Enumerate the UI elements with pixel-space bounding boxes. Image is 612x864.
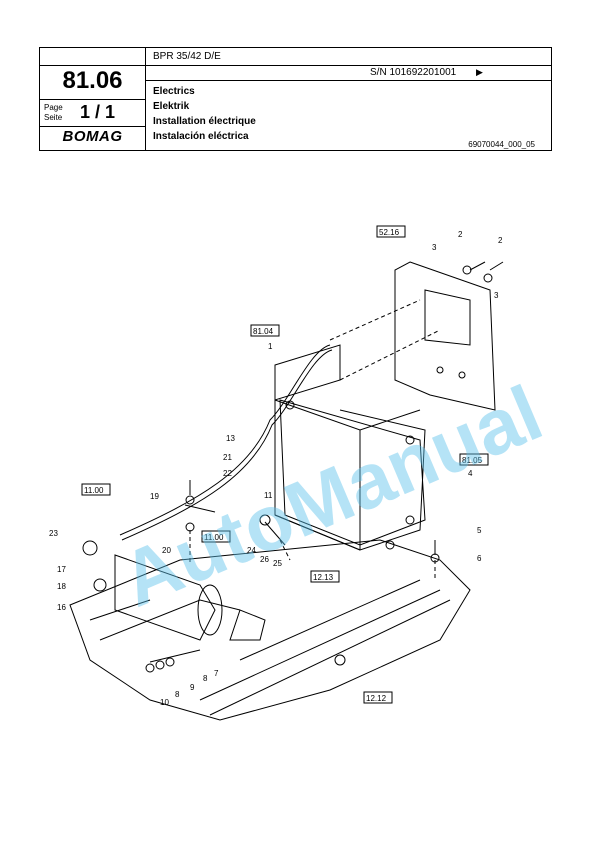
part-callout: 3 — [494, 291, 499, 300]
title-block: BPR 35/42 D/E S/N 101692201001 ▶ 81.06 P… — [39, 47, 552, 151]
divider — [40, 99, 145, 100]
part-callout: 21 — [223, 453, 232, 462]
base-frame — [69, 539, 471, 721]
divider — [145, 65, 551, 66]
page-number: 81.06 — [62, 67, 123, 94]
part-callout: 8 — [203, 674, 208, 683]
part-callout: 2 — [498, 236, 503, 245]
drawing-reference: 69070044_000_05 — [468, 140, 535, 149]
washer — [462, 265, 472, 275]
washer — [483, 273, 493, 283]
part-callout: 17 — [57, 565, 66, 574]
divider — [40, 126, 145, 127]
part-callout: 24 — [247, 546, 256, 555]
part-callout: 22 — [223, 469, 232, 478]
part-callout: 3 — [432, 243, 437, 252]
serial-number: S/N 101692201001 — [370, 67, 457, 78]
page-label-de: Seite — [44, 113, 63, 122]
part-callout: 25 — [273, 559, 282, 568]
divider — [145, 48, 146, 150]
part-callout: 11 — [264, 491, 273, 500]
model-name: BPR 35/42 D/E — [153, 51, 221, 62]
bolt — [149, 649, 201, 663]
battery-cover — [279, 399, 426, 546]
part-callout: 1 — [268, 342, 273, 351]
title-fr: Installation électrique — [153, 116, 256, 127]
section-ref-label: 11.00 — [204, 533, 224, 542]
section-ref-label: 12.13 — [313, 573, 334, 582]
section-ref-label: 81.04 — [253, 327, 274, 336]
divider — [40, 65, 145, 66]
cable — [119, 344, 331, 536]
mounting-plate — [394, 261, 496, 411]
part-callout: 9 — [190, 683, 195, 692]
part-callout: 18 — [57, 582, 66, 591]
bolt — [469, 261, 504, 271]
part-callout: 16 — [57, 603, 66, 612]
part-callout: 23 — [49, 529, 58, 538]
title-es: Instalación eléctrica — [153, 131, 249, 142]
page-label-en: Page — [44, 103, 63, 112]
engine-mount — [229, 609, 266, 641]
part-callout: 7 — [214, 669, 219, 678]
part-callout: 13 — [226, 434, 235, 443]
divider — [145, 80, 551, 81]
title-de: Elektrik — [153, 101, 190, 112]
starter-motor — [114, 554, 216, 641]
bomag-logo: BOMAG — [62, 128, 123, 145]
part-callout: 4 — [468, 469, 473, 478]
section-ref-label: 52.16 — [379, 228, 400, 237]
part-callout: 10 — [160, 698, 169, 707]
battery-box — [274, 344, 341, 401]
part-callout: 20 — [162, 546, 171, 555]
title-en: Electrics — [153, 86, 195, 97]
part-callout: 8 — [175, 690, 180, 699]
section-ref-label: 12.12 — [366, 694, 387, 703]
arrow-right-icon: ▶ — [476, 67, 483, 77]
part-callout: 6 — [477, 554, 482, 563]
part-callout: 5 — [477, 526, 482, 535]
page-count: 1 / 1 — [80, 102, 116, 122]
frame-hole — [334, 654, 346, 666]
part-callout: 2 — [458, 230, 463, 239]
section-ref-label: 81.05 — [462, 456, 483, 465]
part-callout: 26 — [260, 555, 269, 564]
section-ref-label: 11.00 — [84, 486, 104, 495]
part-callout: 19 — [150, 492, 159, 501]
